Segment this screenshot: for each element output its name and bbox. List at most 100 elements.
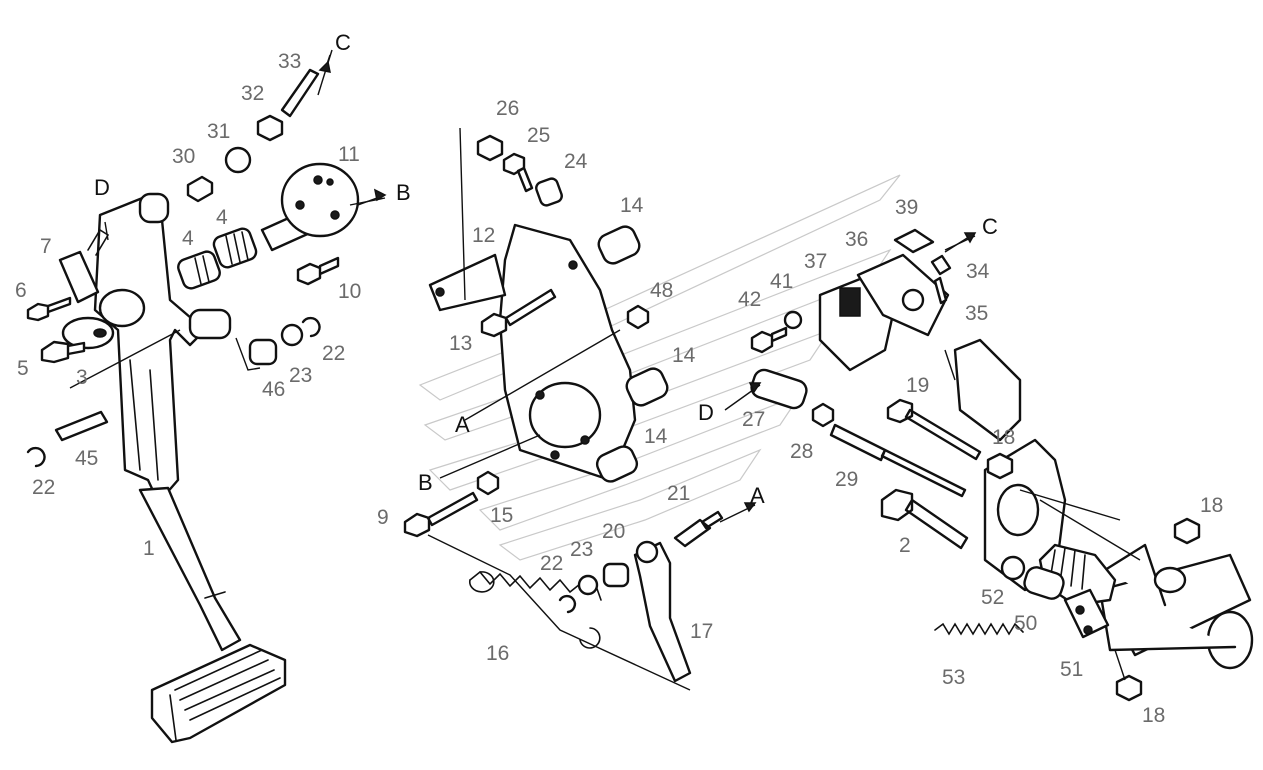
callout-50: 50 [1014,612,1037,635]
pedal-pivot [188,308,232,340]
callout-25: 25 [527,124,550,147]
callout-22b: 22 [32,476,55,499]
nut-18a [986,452,1014,480]
eye-31 [224,146,252,174]
callout-48: 48 [650,279,673,302]
pin-45 [54,410,109,442]
callout-27: 27 [742,408,765,431]
ref-d-left: D [94,175,110,200]
spacer-27 [750,368,808,410]
spacer-4a [177,250,221,290]
callout-51: 51 [1060,658,1083,681]
callout-32: 32 [241,82,264,105]
pedal-pad [150,643,287,744]
washer [61,316,115,350]
callout-18a: 18 [992,426,1015,449]
callout-24: 24 [564,150,588,173]
pedal-assembly [26,49,386,744]
callout-35: 35 [965,302,988,325]
bushing-46 [248,338,278,366]
callout-19: 19 [906,374,929,397]
bolt-5 [40,340,86,364]
sleeve-24 [535,177,563,207]
callout-2: 2 [899,534,911,557]
callout-5: 5 [17,357,29,380]
ref-c-top: C [335,30,351,55]
callout-4a: 4 [182,227,194,250]
nut-28 [811,402,835,428]
washer-52 [1000,555,1026,581]
callout-52: 52 [981,586,1004,609]
callout-45: 45 [75,447,98,470]
callout-14c: 14 [644,425,668,448]
spacer-50 [1023,566,1065,600]
callout-6: 6 [15,279,27,302]
callout-1: 1 [143,537,155,560]
master-cylinder [1098,543,1254,670]
washer-23a [280,323,304,347]
ref-c-right: C [982,214,998,239]
reference-arrows [104,54,977,523]
callout-23a: 23 [289,364,312,387]
callout-30: 30 [172,145,195,168]
callout-31: 31 [207,120,230,143]
bushing-top [138,192,170,224]
washer-41 [783,310,803,330]
callout-23b: 23 [570,538,593,561]
bolt-9 [403,491,479,538]
ref-b-top: B [396,180,411,205]
callout-42: 42 [738,288,761,311]
clip-22b [26,446,46,468]
spring-53 [934,622,1024,636]
arm-13 [428,253,507,312]
spacer-4b [212,227,258,269]
cylinder-assembly [750,228,1254,702]
sensor-39 [893,228,935,254]
callout-26: 26 [496,97,519,120]
yoke-51 [1063,588,1110,639]
callout-22c: 22 [540,552,563,575]
nut-18b [1173,517,1201,545]
lever-17 [633,541,692,683]
nipple-30 [186,175,214,203]
callout-4b: 4 [216,206,228,229]
bracket-7 [58,250,100,304]
pin-21 [673,510,724,548]
shaft-flange-11 [260,162,360,252]
nut-18c [1115,674,1143,702]
ref-a-mid: A [455,412,470,437]
rod-33 [280,68,320,118]
callout-41: 41 [770,270,793,293]
callout-3: 3 [76,366,88,389]
callout-16: 16 [486,642,509,665]
callout-20: 20 [602,520,625,543]
callout-46: 46 [262,378,285,401]
callout-12: 12 [472,224,495,247]
callout-39: 39 [895,196,918,219]
callout-36: 36 [845,228,868,251]
pedal-bushing [98,288,146,328]
bolt-6 [26,296,72,322]
washer-23b [577,574,599,596]
clip-34 [930,254,952,305]
ref-d-mid: D [698,400,714,425]
callout-22a: 22 [322,342,345,365]
nut-26 [476,134,504,162]
callout-10: 10 [338,280,361,303]
callout-53: 53 [942,666,965,689]
callout-15: 15 [490,504,513,527]
nut-15 [476,470,500,496]
callout-21: 21 [667,482,690,505]
callout-7: 7 [40,235,52,258]
clip-22c [558,594,577,614]
clip-22a [301,316,321,338]
bushing-20 [602,562,630,588]
callout-14b: 14 [672,344,696,367]
callout-18b: 18 [1200,494,1223,517]
pedal-lower-arm [138,486,242,652]
bolt-25 [502,152,534,193]
callout-9: 9 [377,506,389,529]
callout-28: 28 [790,440,813,463]
callout-18c: 18 [1142,704,1165,727]
